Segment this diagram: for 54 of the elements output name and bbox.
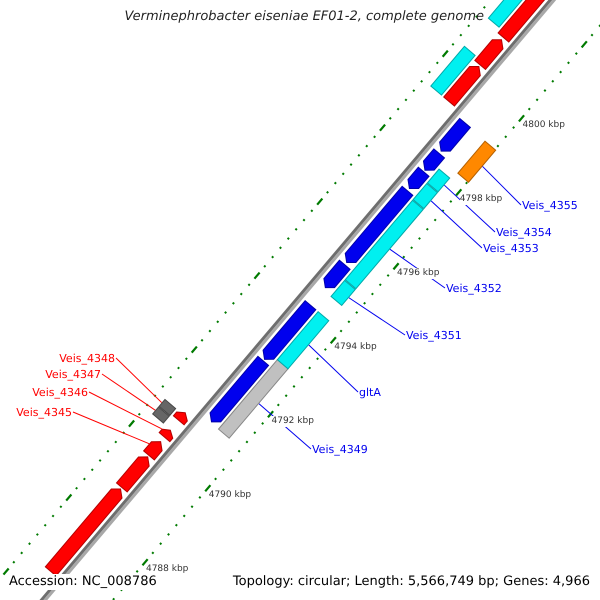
gene-block (172, 411, 188, 426)
gene-block (407, 166, 430, 190)
leader-line (308, 344, 358, 392)
gene-block (158, 398, 176, 416)
gene-block (344, 186, 414, 263)
leader-line (482, 166, 522, 206)
gene-block (158, 428, 174, 442)
scale-label: 4792 kbp (272, 416, 314, 428)
gene-block (443, 66, 481, 107)
leader-line (72, 412, 150, 444)
gene-label: Veis_4348 (59, 352, 115, 365)
gene-label: Veis_4354 (496, 226, 552, 239)
title: Verminephrobacter eiseniae EF01-2, complete genome (124, 9, 484, 25)
gene-label: Veis_4346 (32, 386, 88, 399)
gene-block (488, 0, 524, 28)
leader-line (444, 184, 496, 232)
gene-label: Veis_4349 (312, 443, 368, 456)
gene-block (142, 441, 163, 461)
gene-block (457, 140, 496, 183)
gene-block (210, 356, 270, 422)
gene-block (474, 39, 504, 70)
gene-block (439, 118, 472, 152)
gene-label: Veis_4345 (16, 406, 72, 419)
scale-label: 4794 kbp (334, 342, 377, 354)
leader-line (102, 374, 156, 411)
gene-block (426, 168, 450, 193)
scale-label: 4790 kbp (208, 490, 252, 502)
leader-line (430, 200, 482, 248)
leader-line (348, 297, 406, 336)
gene-block (412, 182, 438, 210)
gene-label: gltA (359, 386, 381, 399)
gene-block (430, 46, 476, 96)
gene-block (422, 148, 446, 171)
gene-block (344, 200, 424, 290)
leader-line (116, 358, 162, 404)
scale-label: 4798 kbp (460, 194, 502, 206)
gene-block (152, 406, 170, 424)
gene-block (116, 456, 150, 493)
gene-block (262, 300, 316, 360)
gene-block (323, 260, 351, 288)
gene-block (276, 310, 330, 370)
scale-label: 4788 kbp (146, 564, 188, 576)
scale-label: 4800 kbp (522, 120, 565, 132)
gene-label: Veis_4347 (45, 368, 101, 381)
gene-block (44, 488, 123, 577)
gene-label: Veis_4351 (406, 329, 462, 342)
scale-label: 4796 kbp (397, 268, 440, 280)
footer-text: Topology: circular; Length: 5,566,749 bp; Genes: 4,966 (232, 574, 590, 590)
leader-line (88, 392, 162, 430)
gene-label: Veis_4355 (522, 199, 578, 212)
gene-label: Veis_4352 (446, 282, 502, 295)
gene-block (330, 280, 356, 306)
footer-text: Accession: NC_008786 (9, 574, 157, 590)
gene-label: Veis_4353 (483, 242, 539, 255)
